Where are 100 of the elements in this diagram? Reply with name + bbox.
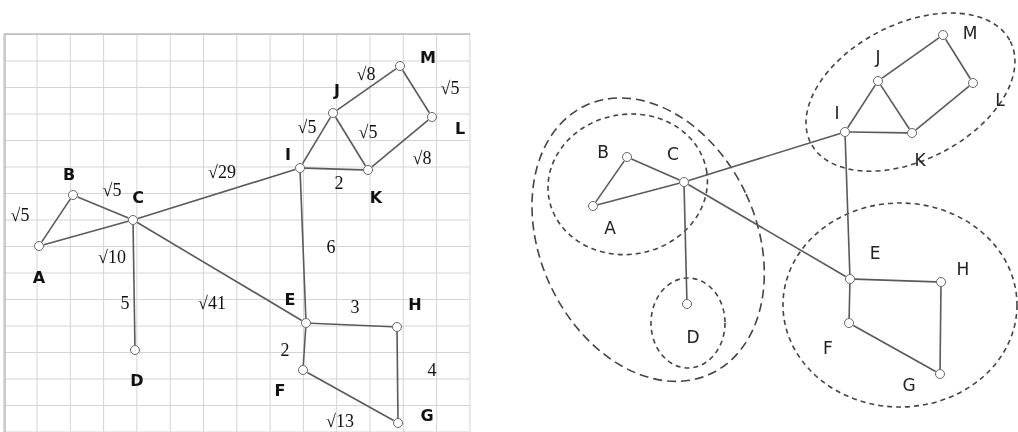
graph-edge — [687, 183, 847, 278]
graph-edge — [944, 38, 972, 80]
graph-vertex — [427, 112, 437, 122]
edge-label: 4 — [427, 359, 437, 381]
graph-edge — [136, 221, 303, 322]
graph-edge — [301, 116, 332, 165]
vertex-label: M — [962, 23, 978, 43]
vertex-label: J — [334, 80, 340, 100]
graph-edge — [849, 131, 908, 134]
graph-vertex — [393, 418, 403, 428]
graph-vertex — [587, 201, 598, 211]
vertex-label: E — [869, 243, 881, 263]
edge-label: √41 — [198, 292, 226, 314]
graph-vertex — [844, 318, 854, 328]
vertex-label: E — [284, 289, 296, 309]
graph-edge — [881, 37, 940, 79]
graph-edge — [371, 119, 429, 168]
graph-edge — [848, 283, 851, 319]
edge-label: √8 — [356, 63, 376, 85]
vertex-label: A — [32, 267, 46, 287]
graph-vertex — [363, 165, 373, 175]
graph-vertex — [130, 345, 140, 355]
graph-edge — [844, 136, 851, 275]
graph-edge — [132, 224, 136, 346]
graph-edge — [336, 68, 397, 111]
vertex-label: K — [369, 187, 383, 207]
graph-vertex — [938, 30, 948, 40]
graph-vertex — [873, 76, 883, 86]
graph-edge — [396, 331, 399, 419]
vertex-label: L — [995, 90, 1005, 110]
graph-edge — [939, 286, 942, 370]
graph-vertex — [328, 108, 338, 118]
graph-edge — [687, 132, 841, 182]
vertex-label: A — [604, 218, 616, 238]
graph-vertex — [298, 365, 308, 375]
graph-vertex — [128, 215, 138, 225]
graph-edge — [136, 168, 297, 220]
vertex-label: D — [130, 370, 144, 390]
graph-vertex — [936, 277, 946, 287]
graph-vertex — [301, 318, 311, 328]
graph-vertex — [392, 322, 402, 332]
graph-vertex — [907, 128, 917, 138]
edge-label: √5 — [10, 204, 30, 226]
graph-edge — [334, 116, 367, 167]
graph-edge — [306, 371, 395, 422]
edge-label: √5 — [297, 116, 317, 138]
graph-vertex — [34, 241, 44, 251]
vertex-label: B — [62, 164, 76, 184]
vertex-label: J — [875, 47, 881, 67]
graph-vertex — [68, 190, 78, 200]
graph-edge — [302, 327, 307, 366]
vertex-label: F — [274, 380, 286, 400]
edge-label: √5 — [440, 77, 460, 99]
edge-label: √5 — [358, 121, 378, 143]
edge-label: √10 — [98, 246, 126, 268]
graph-vertex — [295, 163, 305, 173]
vertex-label: C — [667, 144, 679, 164]
graph-vertex — [935, 369, 945, 379]
graph-edge — [915, 85, 970, 131]
vertex-label: H — [408, 294, 422, 314]
graph-edge — [630, 158, 681, 181]
edge-label: √8 — [412, 147, 432, 169]
graph-vertex — [968, 78, 978, 88]
graph-edge — [43, 220, 129, 246]
graph-vertex — [678, 177, 689, 187]
graph-edge — [76, 196, 130, 219]
graph-vertex — [621, 152, 632, 162]
graph-edge — [597, 182, 680, 206]
vertex-label: G — [420, 405, 434, 425]
vertex-label: L — [454, 118, 466, 138]
graph-edge — [852, 324, 937, 373]
graph-edge — [310, 322, 393, 328]
vertex-label: D — [686, 327, 700, 347]
edge-label: 3 — [350, 296, 360, 318]
vertex-label: I — [834, 103, 840, 123]
edge-label: 5 — [120, 292, 130, 314]
vertex-label: H — [956, 259, 970, 279]
vertex-label: M — [420, 47, 436, 67]
edge-label: 2 — [334, 172, 344, 194]
graph-edge — [299, 172, 307, 319]
graph-edge — [846, 84, 877, 129]
graph-vertex — [845, 274, 855, 284]
edge-label: 6 — [326, 236, 336, 258]
graph-edge — [879, 84, 911, 130]
edge-label: √29 — [208, 161, 236, 183]
graph-vertex — [840, 127, 850, 137]
vertex-label: B — [597, 142, 609, 162]
vertex-label: G — [902, 375, 916, 395]
vertex-label: I — [285, 144, 291, 164]
graph-vertex — [682, 299, 692, 309]
graph-edge — [683, 186, 688, 300]
vertex-label: K — [914, 150, 926, 170]
edge-label: 2 — [280, 339, 290, 361]
edge-label: √13 — [326, 410, 354, 432]
graph-edge — [40, 198, 72, 243]
vertex-label: F — [823, 338, 833, 358]
graph-edge — [304, 167, 364, 171]
graph-vertex — [395, 61, 405, 71]
vertex-label: C — [132, 187, 144, 207]
graph-edge — [854, 278, 937, 283]
